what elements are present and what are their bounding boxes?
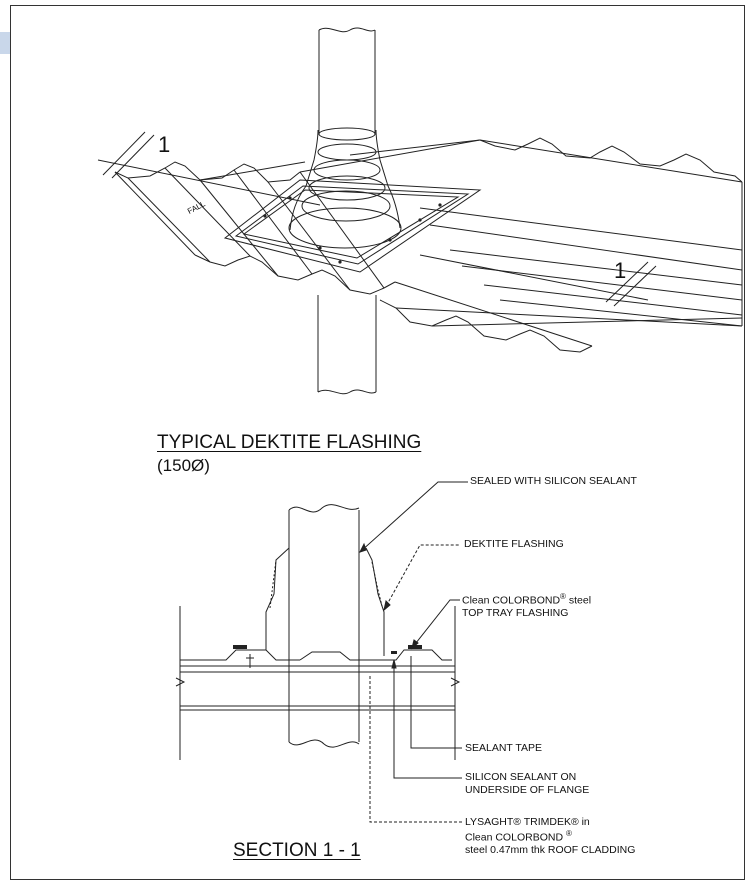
annotation-sealant-tape: SEALANT TAPE xyxy=(465,742,543,754)
pipe-above-roof xyxy=(318,27,376,135)
tray-text-line2: TOP TRAY FLASHING xyxy=(462,607,569,620)
drawing-border xyxy=(10,5,745,880)
pipe-below-roof xyxy=(317,295,377,395)
roof-sheet xyxy=(114,137,743,353)
sealant-tape xyxy=(233,645,422,654)
trimdek-reg-mark: ® xyxy=(565,828,572,838)
section-mark-left: 1 xyxy=(158,132,171,157)
annotation-dektite: DEKTITE FLASHING xyxy=(464,538,564,550)
silicon-line2: UNDERSIDE OF FLANGE xyxy=(465,783,590,796)
tray-text-b: steel xyxy=(565,594,592,607)
isometric-title: TYPICAL DEKTITE FLASHING xyxy=(157,432,422,453)
window-edge-tab xyxy=(0,32,10,54)
section-title: SECTION 1 - 1 xyxy=(233,840,361,861)
silicon-line1: SILICON SEALANT ON xyxy=(465,771,577,783)
isometric-view xyxy=(97,27,743,395)
annotation-trimdek: LYSAGHT® TRIMDEK® in Clean COLORBOND ® s… xyxy=(465,816,635,856)
section-cut-line xyxy=(97,131,657,307)
tray-text-a: Clean COLORBOND xyxy=(462,594,561,607)
section-roof-sheet xyxy=(175,606,461,760)
flashing-flange xyxy=(223,179,482,273)
annotation-sealed: SEALED WITH SILICON SEALANT xyxy=(470,475,637,487)
isometric-subtitle: (150Ø) xyxy=(157,456,210,475)
annotation-top-tray: Clean COLORBOND® steel TOP TRAY FLASHING xyxy=(462,592,591,620)
trimdek-line1: LYSAGHT® TRIMDEK® in xyxy=(465,816,590,828)
tray-reg-mark: ® xyxy=(560,592,566,601)
section-view xyxy=(175,481,468,823)
leader-lines xyxy=(359,481,468,823)
section-flashing xyxy=(265,547,385,656)
annotation-silicon: SILICON SEALANT ON UNDERSIDE OF FLANGE xyxy=(465,771,589,796)
trimdek-line2: Clean COLORBOND xyxy=(465,831,566,844)
trimdek-line3: steel 0.47mm thk ROOF CLADDING xyxy=(465,843,636,856)
section-mark-right: 1 xyxy=(614,258,627,283)
section-pipe xyxy=(266,504,384,748)
